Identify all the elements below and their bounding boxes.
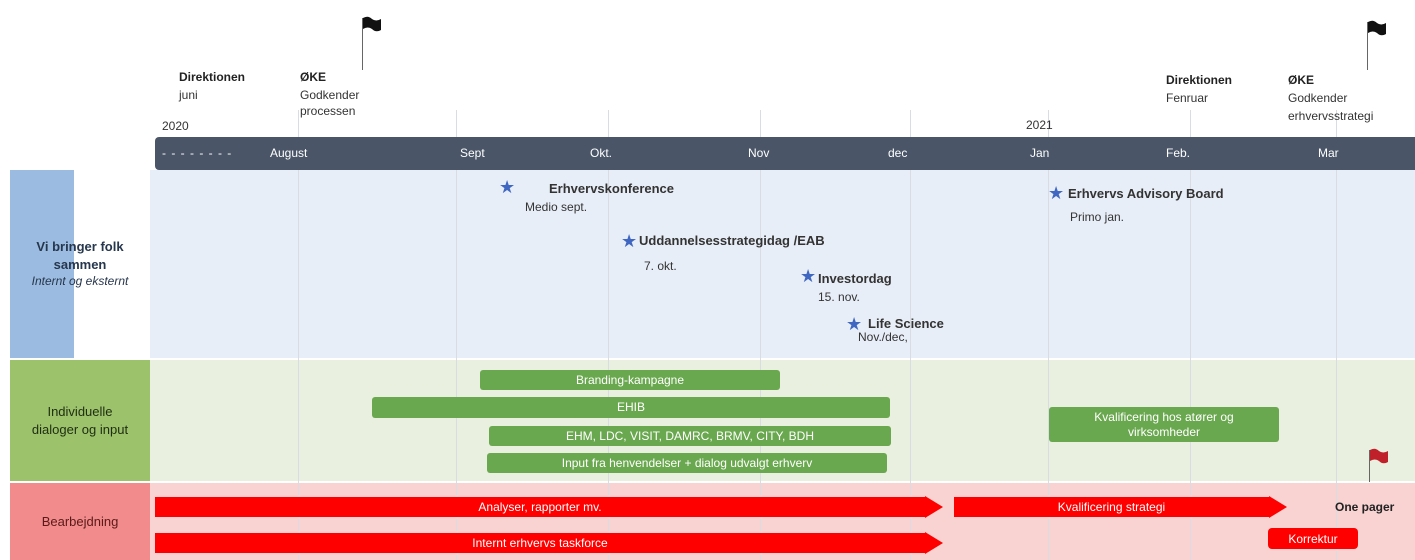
one-pager-label: One pager <box>1335 500 1395 514</box>
row-label-bringer-folk: Vi bringer folk sammen Internt og ekster… <box>10 170 150 358</box>
month-label: Feb. <box>1166 146 1191 160</box>
month-label: Okt. <box>590 146 613 160</box>
gridline <box>910 110 911 560</box>
gridline <box>1190 110 1191 560</box>
milestone-text: Godkender <box>1288 91 1348 105</box>
gridline <box>298 110 299 560</box>
milestone-text: erhvervsstrategi <box>1288 109 1374 123</box>
event-date: Nov./dec, <box>858 330 908 344</box>
row-label-dialoger: Individuelle dialoger og input <box>10 360 150 481</box>
arrow-head <box>925 532 943 554</box>
milestone-text: processen <box>300 104 356 118</box>
activity-bar: Input fra henvendelser + dialog udvalgt … <box>487 453 887 473</box>
month-label: Mar <box>1318 146 1339 160</box>
month-label: Sept <box>460 146 485 160</box>
row-label-line: sammen <box>53 256 107 272</box>
milestone-text: Godkender <box>300 88 360 102</box>
milestone-title: ØKE <box>300 70 327 84</box>
event-title: Erhvervs Advisory Board <box>1068 186 1224 201</box>
activity-bar: Branding-kampagne <box>480 370 780 390</box>
star-icon: ★ <box>846 314 863 334</box>
star-icon: ★ <box>499 177 516 197</box>
month-label: Nov <box>748 146 770 160</box>
row-label-line: Vi bringer folk <box>36 239 124 255</box>
event-title: Life Science <box>868 316 944 331</box>
month-bar-dashes: - - - - - - - - <box>162 146 233 160</box>
row-label-line: Bearbejdning <box>41 513 119 529</box>
event-title: Investordag <box>818 271 892 286</box>
row-label-line: Individuelle <box>47 403 113 419</box>
process-arrow: Internt erhvervs taskforce <box>155 533 925 553</box>
row-label-line: dialoger og input <box>31 421 129 437</box>
row-label-bearbejdning: Bearbejdning <box>10 483 150 560</box>
black-flag-icon <box>363 16 381 32</box>
arrow-head <box>1269 496 1287 518</box>
event-date: 7. okt. <box>644 259 677 273</box>
month-bar <box>155 137 1415 170</box>
row-label-strip <box>10 170 74 358</box>
arrow-head <box>925 496 943 518</box>
gridline <box>456 110 457 560</box>
year-label: 2020 <box>162 119 189 133</box>
star-icon: ★ <box>621 231 638 251</box>
black-flag-icon <box>1368 20 1386 36</box>
gridline <box>608 110 609 560</box>
month-label: August <box>270 146 308 160</box>
milestone-text: juni <box>179 88 198 102</box>
activity-bar: EHM, LDC, VISIT, DAMRC, BRMV, CITY, BDH <box>489 426 891 446</box>
process-arrow: Analyser, rapporter mv. <box>155 497 925 517</box>
flag-pole <box>362 18 363 70</box>
flag-pole <box>1367 22 1368 70</box>
activity-bar: Kvalificering hos atører og virksomheder <box>1049 407 1279 442</box>
month-label: dec <box>888 146 908 160</box>
star-icon: ★ <box>1048 183 1065 203</box>
process-box: Korrektur <box>1268 528 1358 549</box>
star-icon: ★ <box>800 266 817 286</box>
milestone-title: Direktionen <box>179 70 246 84</box>
month-label: Jan <box>1030 146 1050 160</box>
event-title: Erhvervskonference <box>549 181 675 196</box>
row-label-italic: Internt og eksternt <box>31 274 129 289</box>
milestone-text: Fenruar <box>1166 91 1209 105</box>
gridline <box>760 110 761 560</box>
event-title: Uddannelsesstrategidag /EAB <box>639 233 825 248</box>
row-bg-bringer-folk <box>150 170 1415 358</box>
milestone-title: Direktionen <box>1166 73 1233 87</box>
process-arrow: Kvalificering strategi <box>954 497 1269 517</box>
red-flag-icon <box>1370 448 1388 464</box>
event-date: 15. nov. <box>818 290 860 304</box>
milestone-title: ØKE <box>1288 73 1315 87</box>
flag-pole <box>1369 450 1370 482</box>
year-label: 2021 <box>1026 118 1053 132</box>
event-date: Primo jan. <box>1070 210 1125 224</box>
gridline <box>1048 110 1049 560</box>
gridline <box>1336 110 1337 560</box>
activity-bar: EHIB <box>372 397 890 418</box>
event-date: Medio sept. <box>525 200 588 214</box>
